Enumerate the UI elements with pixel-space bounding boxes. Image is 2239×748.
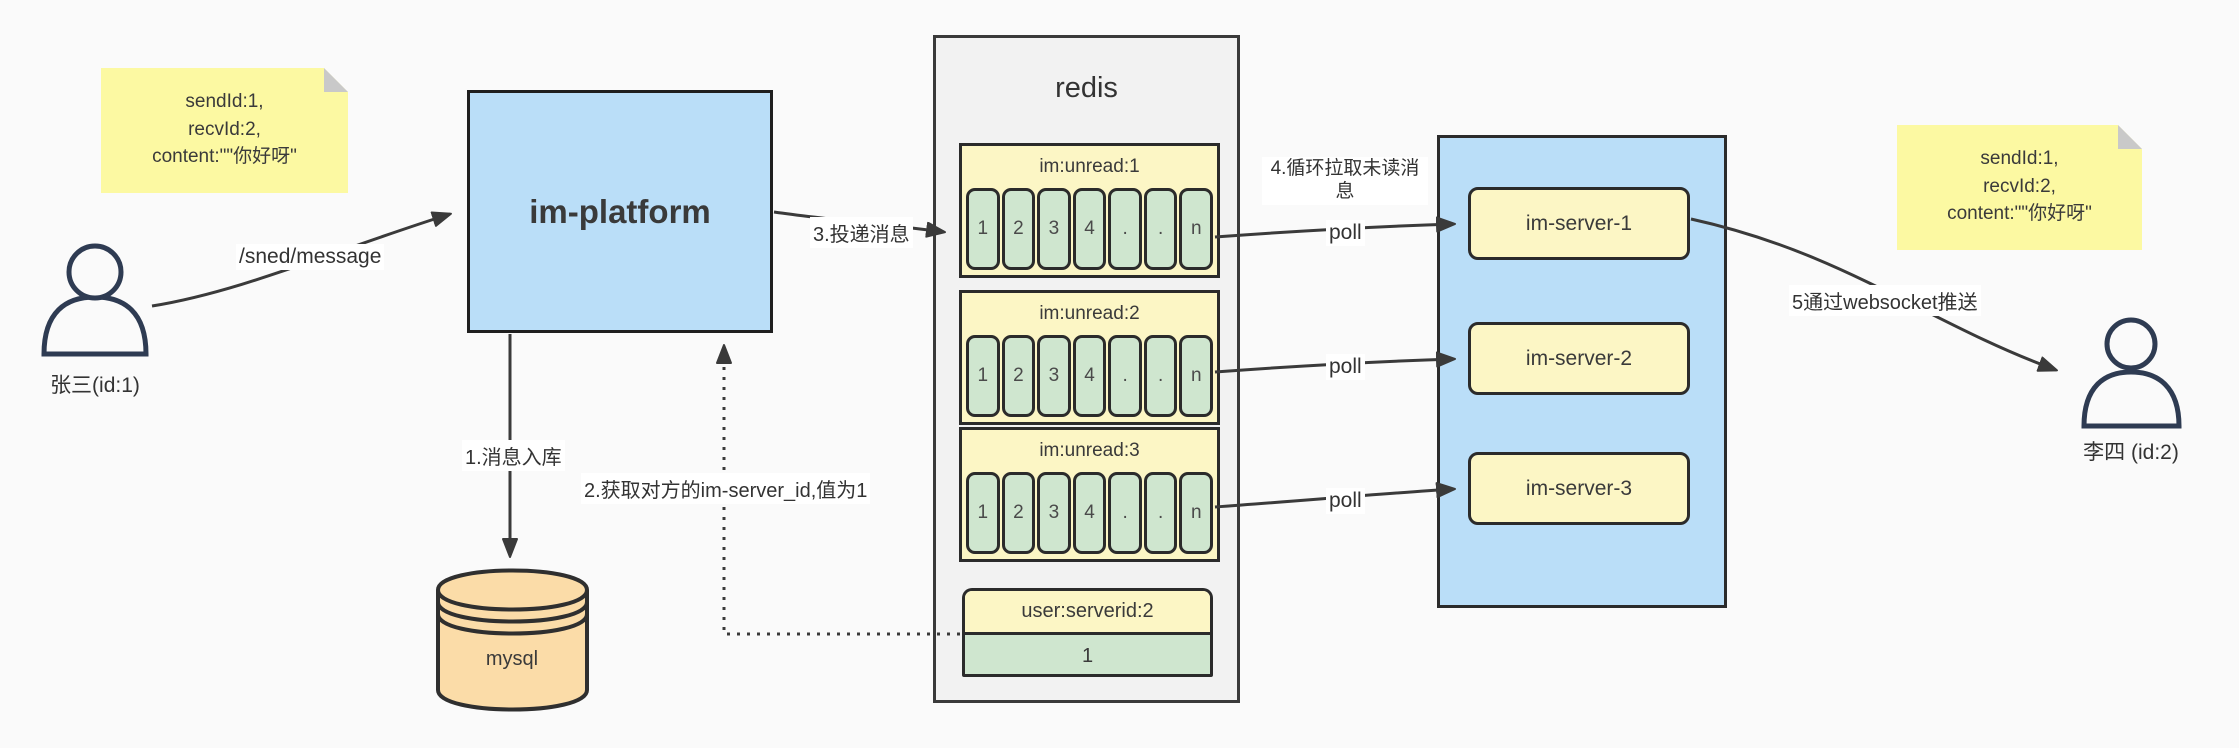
mysql-cylinder-icon	[436, 568, 589, 712]
edge-label-send-api: /sned/message	[236, 244, 385, 270]
queue-cell: .	[1143, 188, 1178, 270]
queue-cell: .	[1108, 335, 1142, 417]
im-server-label: im-server-3	[1525, 476, 1633, 500]
queue-cell: n	[1179, 335, 1214, 417]
queue-cell: .	[1108, 188, 1142, 270]
note-fold-icon	[2118, 125, 2142, 149]
queue-cells: 1 2 3 4 . . n	[962, 472, 1217, 554]
im-server-2-node: im-server-2	[1468, 322, 1690, 395]
kv-key: user:serverid:2	[965, 591, 1210, 635]
im-server-label: im-server-1	[1525, 211, 1633, 235]
actor-receiver-label: 李四 (id:2)	[2083, 441, 2179, 464]
queue-cell: .	[1143, 335, 1178, 417]
queue-cell: n	[1179, 472, 1214, 554]
queue-cell: 3	[1037, 472, 1071, 554]
edge-label-step4: 4.循环拉取未读消息	[1262, 157, 1428, 205]
queue-name: im:unread:2	[1039, 303, 1140, 324]
redis-title: redis	[1055, 72, 1118, 104]
note-line: sendId:1,	[1980, 148, 2059, 169]
queue-cell: 4	[1072, 335, 1107, 417]
im-server-1-node: im-server-1	[1468, 187, 1690, 260]
note-line: sendId:1,	[185, 91, 264, 112]
edge-label-poll-2: poll	[1326, 354, 1365, 380]
sticky-note-receiver: sendId:1, recvId:2, content:""你好呀"	[1897, 125, 2142, 250]
edge-label-step5: 5通过websocket推送	[1789, 285, 1981, 316]
queue-cell: 3	[1037, 188, 1071, 270]
queue-cell: .	[1143, 472, 1178, 554]
queue-cell: 3	[1037, 335, 1071, 417]
queue-cell: .	[1108, 472, 1142, 554]
note-line: content:""你好呀"	[152, 146, 297, 168]
kv-value: 1	[965, 635, 1210, 674]
queue-cell: 2	[1001, 188, 1036, 270]
queue-im-unread-2: im:unread:2 1 2 3 4 . . n	[959, 290, 1220, 425]
queue-cell: 2	[1001, 335, 1036, 417]
im-platform-node: im-platform	[467, 90, 773, 333]
queue-cell: 2	[1001, 472, 1036, 554]
queue-cell: 1	[966, 188, 1000, 270]
edge-label-step2: 2.获取对方的im-server_id,值为1	[581, 473, 871, 504]
queue-im-unread-1: im:unread:1 1 2 3 4 . . n	[959, 143, 1220, 278]
actor-sender-label: 张三(id:1)	[50, 374, 140, 397]
edge-label-step3: 3.投递消息	[810, 217, 913, 248]
queue-cells: 1 2 3 4 . . n	[962, 188, 1217, 270]
queue-cell: 1	[966, 335, 1000, 417]
queue-im-unread-3: im:unread:3 1 2 3 4 . . n	[959, 427, 1220, 562]
actor-receiver-icon	[2081, 317, 2182, 429]
queue-cell: 1	[966, 472, 1000, 554]
user-serverid-node: user:serverid:2 1	[962, 588, 1213, 677]
note-line: recvId:2,	[188, 118, 261, 140]
queue-cells: 1 2 3 4 . . n	[962, 335, 1217, 417]
note-line: content:""你好呀"	[1947, 203, 2092, 225]
edge-label-poll-1: poll	[1326, 220, 1365, 246]
queue-cell: 4	[1072, 188, 1107, 270]
note-fold-icon	[324, 68, 348, 92]
note-line: recvId:2,	[1983, 175, 2056, 197]
im-platform-label: im-platform	[529, 192, 711, 230]
queue-name: im:unread:3	[1039, 440, 1140, 461]
queue-cell: n	[1179, 188, 1214, 270]
mysql-label: mysql	[485, 648, 539, 670]
edge-label-poll-3: poll	[1326, 488, 1365, 514]
sticky-note-sender: sendId:1, recvId:2, content:""你好呀"	[101, 68, 348, 193]
queue-name: im:unread:1	[1039, 156, 1140, 177]
actor-sender-icon	[41, 243, 149, 357]
queue-cell: 4	[1072, 472, 1107, 554]
edge-label-step1: 1.消息入库	[462, 440, 565, 471]
im-server-label: im-server-2	[1525, 346, 1633, 370]
im-server-3-node: im-server-3	[1468, 452, 1690, 525]
